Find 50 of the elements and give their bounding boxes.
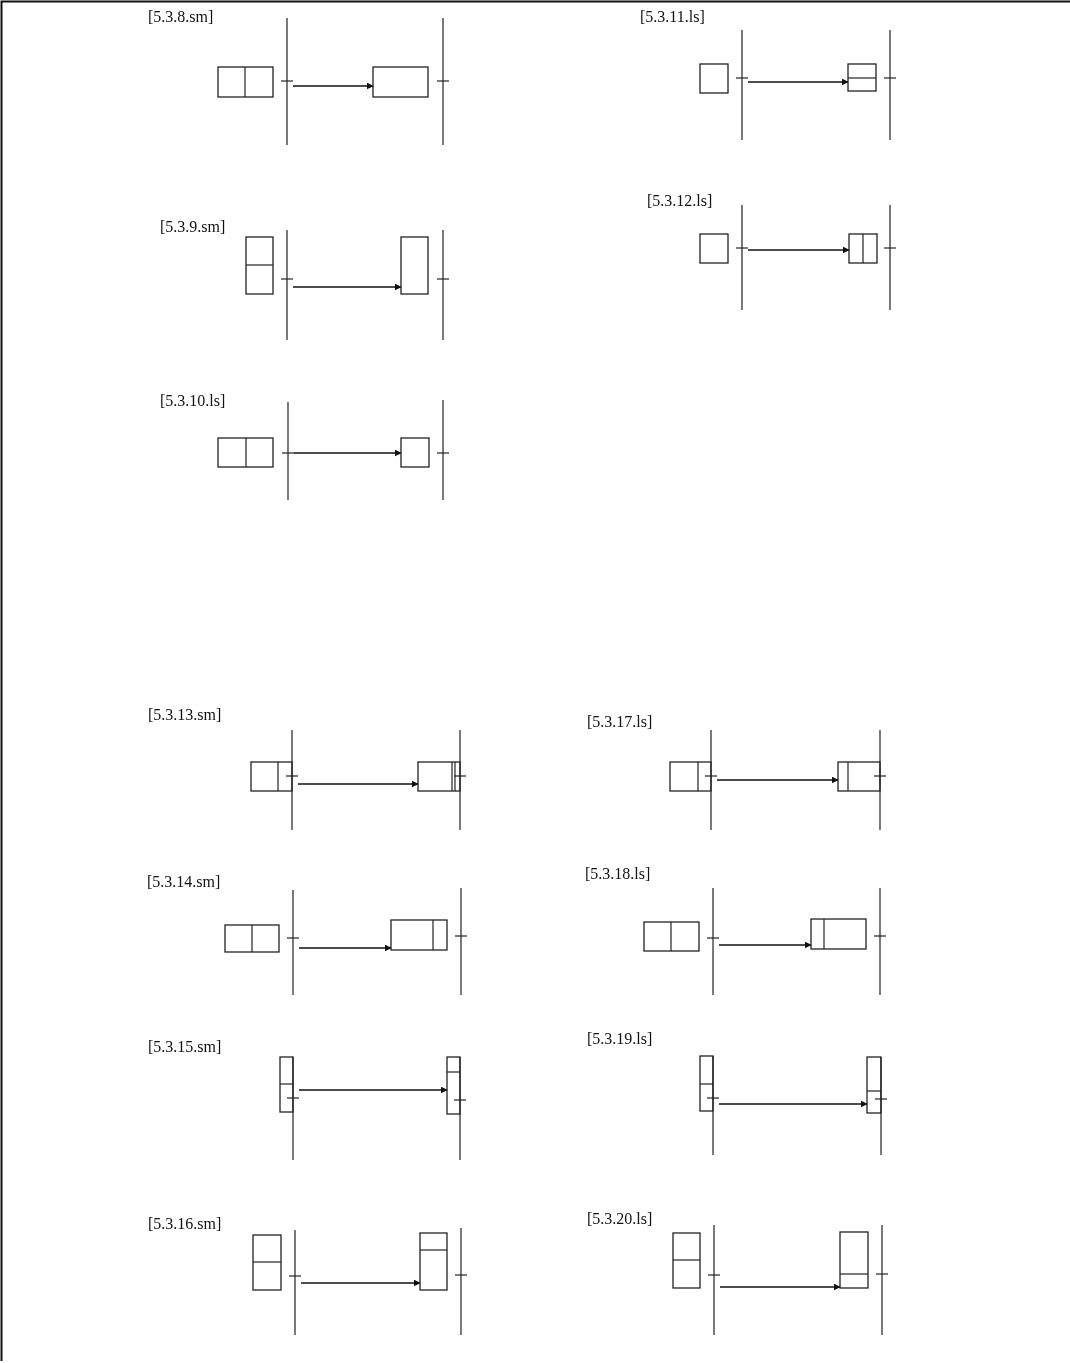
arrow <box>300 1279 421 1287</box>
figure-code: [5.3.15.sm] <box>148 1038 222 1056</box>
rectangle-axis-drawing <box>280 1057 299 1160</box>
rectangle-axis-drawing <box>373 18 449 145</box>
rectangle-axis-drawing <box>447 1057 466 1160</box>
arrow <box>716 776 839 784</box>
rectangle-axis-drawing <box>391 888 467 995</box>
rectangle-axis-drawing <box>225 890 299 995</box>
arrow <box>747 246 850 254</box>
rectangle-axis-drawing <box>700 30 748 140</box>
rectangle-axis-drawing <box>246 230 293 340</box>
rectangle-axis-drawing <box>251 730 298 830</box>
rectangle-axis-drawing <box>418 730 466 830</box>
arrow <box>718 1100 868 1108</box>
rectangle-axis-drawing <box>401 400 449 500</box>
rectangle-axis-drawing <box>840 1225 888 1335</box>
arrow <box>718 941 812 949</box>
figure-code: [5.3.10.ls] <box>160 392 226 410</box>
figure-code: [5.3.14.sm] <box>147 873 221 891</box>
rectangle-axis-drawing <box>848 30 896 140</box>
figure-code: [5.3.19.ls] <box>587 1030 653 1048</box>
figure-code: [5.3.9.sm] <box>160 218 226 236</box>
rectangle-axis-drawing <box>644 888 719 995</box>
arrow <box>292 82 374 90</box>
rectangle-axis-drawing <box>673 1225 720 1335</box>
rectangle-axis-drawing <box>670 730 717 830</box>
arrow <box>747 78 849 86</box>
arrow <box>292 283 402 291</box>
arrow <box>719 1283 841 1291</box>
figure-code: [5.3.20.ls] <box>587 1210 653 1228</box>
rectangle-axis-drawing <box>401 230 449 340</box>
figure-code: [5.3.8.sm] <box>148 8 214 26</box>
figure-code: [5.3.17.ls] <box>587 713 653 731</box>
arrow <box>298 1086 448 1094</box>
figure-code: [5.3.13.sm] <box>148 706 222 724</box>
rectangle-axis-drawing <box>253 1230 301 1335</box>
rectangle-axis-drawing <box>811 888 886 995</box>
rectangle-axis-drawing <box>420 1228 467 1335</box>
rectangle-axis-drawing <box>218 18 293 145</box>
figure-code: [5.3.16.sm] <box>148 1215 222 1233</box>
figure-code: [5.3.12.ls] <box>647 192 713 210</box>
rectangle-axis-drawing <box>867 1057 887 1155</box>
figure-code: [5.3.11.ls] <box>640 8 705 26</box>
arrow <box>297 780 419 788</box>
rectangle-axis-drawing <box>838 730 886 830</box>
rectangle-axis-drawing <box>700 1056 719 1155</box>
arrow <box>298 944 392 952</box>
rectangle-axis-drawing <box>849 205 896 310</box>
arrow <box>293 449 402 457</box>
figure-code: [5.3.18.ls] <box>585 865 651 883</box>
